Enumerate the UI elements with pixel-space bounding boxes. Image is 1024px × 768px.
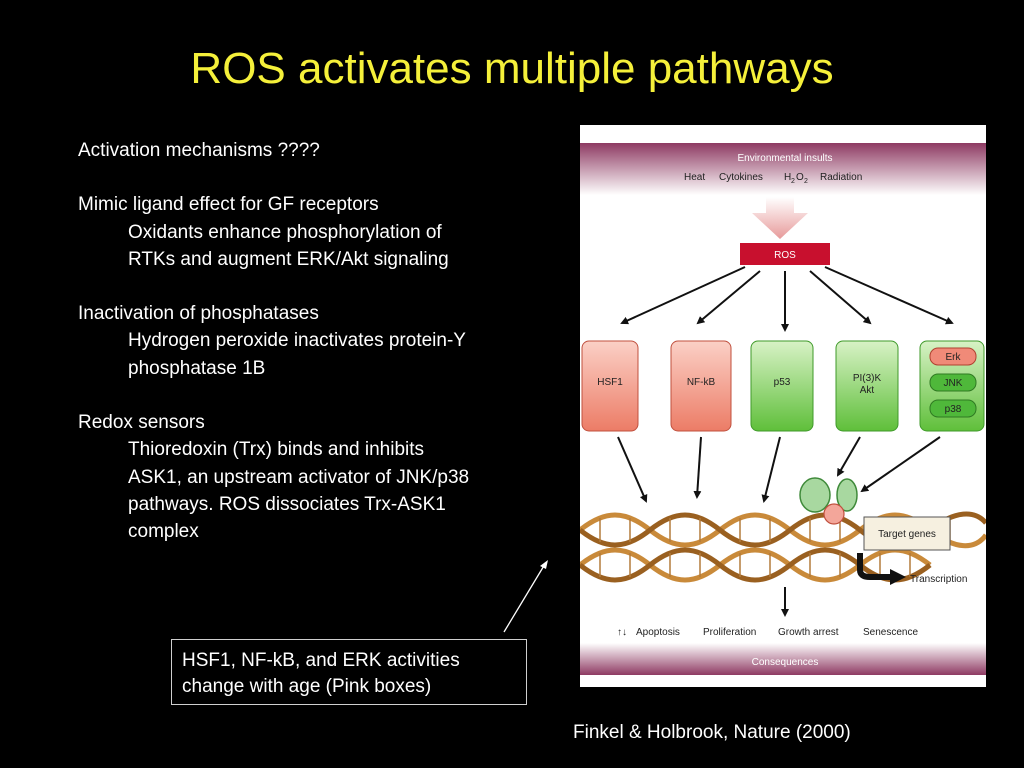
hsf1-label: HSF1: [597, 377, 623, 388]
p53-box: [750, 340, 814, 432]
bullet-phosphatases: Inactivation of phosphatases: [78, 303, 319, 325]
nfkb-label: NF-kB: [687, 377, 716, 388]
outcome-list: ↑↓ Apoptosis Proliferation Growth arrest…: [617, 627, 918, 638]
outcome-apoptosis: Apoptosis: [636, 627, 680, 638]
insult-h: H: [784, 172, 791, 183]
consequences-label: Consequences: [752, 657, 819, 668]
outcome-senescence: Senescence: [863, 627, 918, 638]
sub-oxidants-1: Oxidants enhance phosphorylation of: [128, 221, 442, 243]
target-genes-label: Target genes: [878, 529, 936, 540]
target-genes-box: [863, 516, 951, 551]
hsf1-box: [581, 340, 639, 432]
callout-line-2: change with age (Pink boxes): [182, 676, 432, 697]
bullet-text: Activation mechanisms ???? Mimic ligand …: [78, 137, 548, 546]
p38-pill: [929, 399, 977, 418]
gene-arrows: [617, 436, 941, 503]
dna-helix-2: [580, 547, 932, 583]
sub-trx-2: ASK1, an upstream activator of JNK/p38: [128, 466, 470, 488]
transcription-arrow: [857, 553, 892, 580]
bullet-redox-sensors: Redox sensors: [78, 412, 205, 434]
erk-label: Erk: [946, 352, 962, 363]
jnk-pill: [929, 373, 977, 392]
sub-h2o2-2: phosphatase 1B: [128, 357, 266, 379]
akt-label: Akt: [860, 385, 875, 396]
insult-heat: Heat: [684, 172, 705, 183]
tf-right: [836, 478, 858, 512]
outcome-proliferation: Proliferation: [703, 627, 756, 638]
insult-o-sub: 2: [804, 178, 808, 185]
insult-list: Heat Cytokines H 2 O 2 Radiation: [684, 172, 862, 185]
footer-band: [580, 643, 986, 675]
p38-label: p38: [945, 404, 962, 415]
pi3k-akt-box: [835, 340, 899, 432]
insult-radiation: Radiation: [820, 172, 862, 183]
sub-oxidants-2: RTKs and augment ERK/Akt signaling: [128, 248, 449, 270]
erk-pill: [929, 347, 977, 366]
ros-pathway-figure: Environmental insults Heat Cytokines H 2…: [580, 125, 986, 687]
citation: Finkel & Holbrook, Nature (2000): [573, 722, 851, 743]
slide-title: ROS activates multiple pathways: [190, 44, 834, 93]
bullet-activation: Activation mechanisms ????: [78, 140, 320, 161]
outcome-growth-arrest: Growth arrest: [778, 627, 839, 638]
sub-trx-4: complex: [128, 521, 199, 543]
transcription-label: Transcription: [910, 574, 967, 585]
outcome-updown-arrows: ↑↓: [617, 627, 627, 638]
insult-cytokines: Cytokines: [719, 172, 763, 183]
ros-label: ROS: [774, 250, 796, 261]
nfkb-box: [670, 340, 732, 432]
callout-box: HSF1, NF-kB, and ERK activities change w…: [171, 639, 527, 705]
callout-pointer-arrow: [503, 560, 548, 633]
bullet-mimic-ligand: Mimic ligand effect for GF receptors: [78, 194, 379, 216]
pi3k-label: PI(3)K: [853, 373, 882, 384]
insult-h-sub: 2: [791, 178, 795, 185]
transcription-arrowhead: [890, 569, 906, 585]
environmental-insults-label: Environmental insults: [737, 153, 832, 164]
callout-line-1: HSF1, NF-kB, and ERK activities: [182, 650, 460, 671]
tf-center: [823, 503, 845, 525]
tf-left: [799, 477, 831, 513]
insult-o: O: [796, 172, 804, 183]
ros-arrows: [620, 266, 954, 332]
sub-trx-3: pathways. ROS dissociates Trx-ASK1: [128, 493, 446, 515]
ros-box: [740, 243, 830, 265]
sub-h2o2-1: Hydrogen peroxide inactivates protein-Y: [128, 330, 466, 352]
sub-trx-1: Thioredoxin (Trx) binds and inhibits: [128, 439, 425, 461]
jnk-label: JNK: [944, 378, 963, 389]
header-band: [580, 143, 986, 195]
big-down-arrow: [752, 197, 808, 239]
p53-label: p53: [774, 377, 791, 388]
